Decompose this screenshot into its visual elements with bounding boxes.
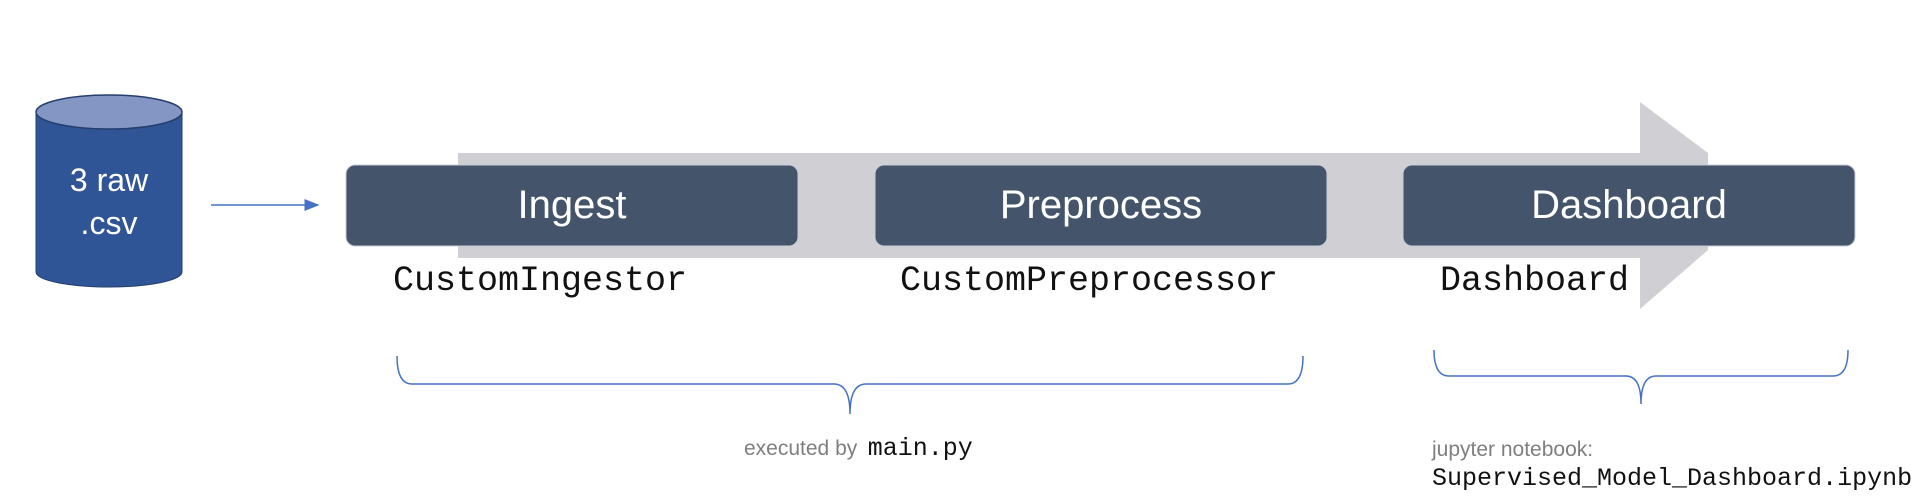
main-group-caption: executed by main.py (744, 434, 973, 463)
stage-label: Dashboard (1531, 183, 1727, 227)
cylinder-top (35, 94, 183, 130)
stage-label: Preprocess (1000, 183, 1202, 227)
cylinder-body (35, 111, 183, 288)
source-line-1: 3 raw (70, 162, 149, 198)
stage-preprocess: Preprocess (874, 164, 1328, 247)
stage-box (345, 164, 799, 247)
class-name-dashboard: Dashboard (1440, 261, 1629, 301)
brace-notebook (1433, 349, 1849, 405)
stage-label: Ingest (518, 183, 627, 227)
stage-box (1402, 164, 1856, 247)
source-line-2: .csv (81, 205, 138, 241)
class-name-preprocessor: CustomPreprocessor (900, 261, 1278, 301)
brace-main (396, 355, 1304, 415)
stage-dashboard: Dashboard (1402, 164, 1856, 247)
stage-ingest: Ingest (345, 164, 799, 247)
class-name-ingestor: CustomIngestor (393, 261, 687, 301)
notebook-group-prefix: jupyter notebook: (1431, 438, 1593, 461)
notebook-group-file: Supervised_Model_Dashboard.ipynb (1432, 464, 1912, 493)
main-group-prefix: executed by (744, 437, 858, 460)
main-group-file: main.py (868, 434, 973, 463)
stage-box (874, 164, 1328, 247)
database-cylinder-icon: 3 raw .csv (35, 94, 183, 288)
